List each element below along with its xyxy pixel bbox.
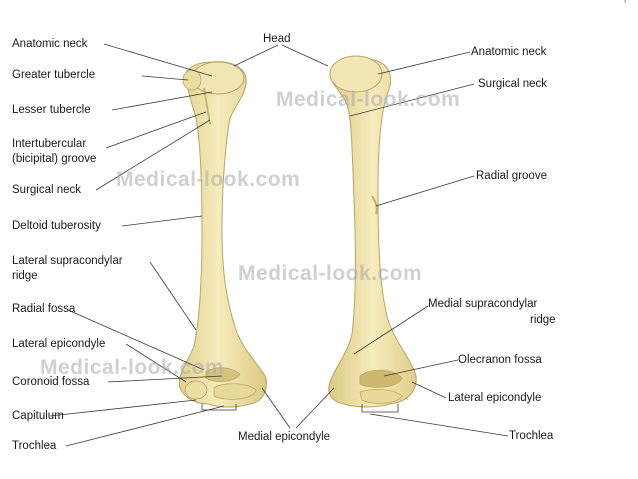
trochlea-right-shape	[359, 388, 403, 404]
leader-capitulum	[49, 399, 197, 417]
leader-radial-fossa	[67, 309, 205, 371]
watermark-mid-left: Medical-look.com	[116, 168, 301, 191]
humerus-posterior-head	[329, 55, 383, 93]
leader-surgical-neck-left	[95, 119, 211, 191]
label-lateral-supracondylar-line2: ridge	[12, 270, 38, 282]
leader-surgical-neck-right	[349, 83, 475, 117]
trochlea-left-shape	[213, 383, 257, 400]
label-coronoid-fossa: Coronoid fossa	[12, 376, 90, 388]
leader-lesser-tubercle	[111, 91, 213, 111]
leader-trochlea-left	[65, 405, 225, 447]
label-capitulum: Capitulum	[12, 410, 64, 422]
label-lateral-supracondylar-line1: Lateral supracondylar	[12, 255, 123, 267]
capitulum-shape	[184, 380, 208, 400]
label-lesser-tubercle: Lesser tubercle	[12, 104, 91, 116]
label-lateral-epicondyle-right: Lateral epicondyle	[448, 392, 542, 404]
leader-medial-epicondyle-right	[295, 387, 335, 429]
label-lateral-epicondyle-left: Lateral epicondyle	[12, 338, 106, 350]
humerus-posterior-shaft	[328, 58, 417, 408]
label-surgical-neck-left: Surgical neck	[12, 184, 82, 196]
label-trochlea-right: Trochlea	[509, 430, 554, 442]
leader-medial-epicondyle-left	[261, 387, 291, 429]
coronoid-fossa-shape	[205, 367, 241, 382]
leader-head-left	[233, 44, 279, 67]
leader-lateral-supracondylar	[149, 261, 197, 331]
leader-deltoid-tuberosity	[121, 215, 203, 227]
leader-anatomic-neck-left	[103, 43, 213, 77]
watermark-bottom: Medical-look.com	[40, 356, 225, 379]
label-surgical-neck-right: Surgical neck	[478, 78, 548, 90]
leader-anatomic-neck-right	[377, 51, 471, 75]
bracket-right	[361, 404, 399, 413]
watermark-center: Medical-look.com	[238, 262, 423, 285]
humerus-anterior	[178, 61, 267, 408]
label-radial-fossa: Radial fossa	[12, 303, 76, 315]
label-medial-supracondylar-line2: ridge	[530, 314, 556, 326]
humerus-anterior-shaft	[178, 61, 267, 408]
label-trochlea-left: Trochlea	[12, 440, 57, 452]
label-deltoid-tuberosity: Deltoid tuberosity	[12, 220, 101, 232]
bracket-left	[201, 404, 237, 411]
label-intertubercular-line2: (bicipital) groove	[12, 153, 97, 165]
radial-groove-shape	[371, 195, 378, 215]
leader-olecranon-fossa	[383, 359, 459, 377]
leader-trochlea-right	[369, 413, 509, 437]
label-anatomic-neck-left: Anatomic neck	[12, 38, 88, 50]
label-head: Head	[263, 33, 291, 45]
leader-head-right	[281, 44, 329, 67]
leader-medial-supracondylar	[353, 305, 429, 355]
leader-intertubercular	[105, 111, 207, 149]
leader-lateral-epicondyle-right	[411, 381, 447, 399]
intertubercular-groove-shape	[203, 87, 211, 125]
label-medial-epicondyle: Medial epicondyle	[238, 431, 331, 443]
leader-lines	[49, 43, 509, 447]
leader-lateral-epicondyle-left	[125, 343, 187, 383]
label-radial-groove: Radial groove	[476, 170, 547, 182]
watermark-top: Medical-look.com	[276, 88, 461, 111]
label-greater-tubercle: Greater tubercle	[12, 69, 96, 81]
leader-radial-groove	[375, 175, 475, 207]
label-anatomic-neck-right: Anatomic neck	[471, 46, 547, 58]
leader-coronoid-fossa	[107, 375, 223, 383]
label-intertubercular-line1: Intertubercular	[12, 138, 87, 150]
leader-greater-tubercle	[141, 75, 189, 81]
corner-mark: ʼ	[624, 0, 627, 11]
label-medial-supracondylar-line1: Medial supracondylar	[428, 298, 538, 310]
label-olecranon-fossa: Olecranon fossa	[458, 354, 542, 366]
